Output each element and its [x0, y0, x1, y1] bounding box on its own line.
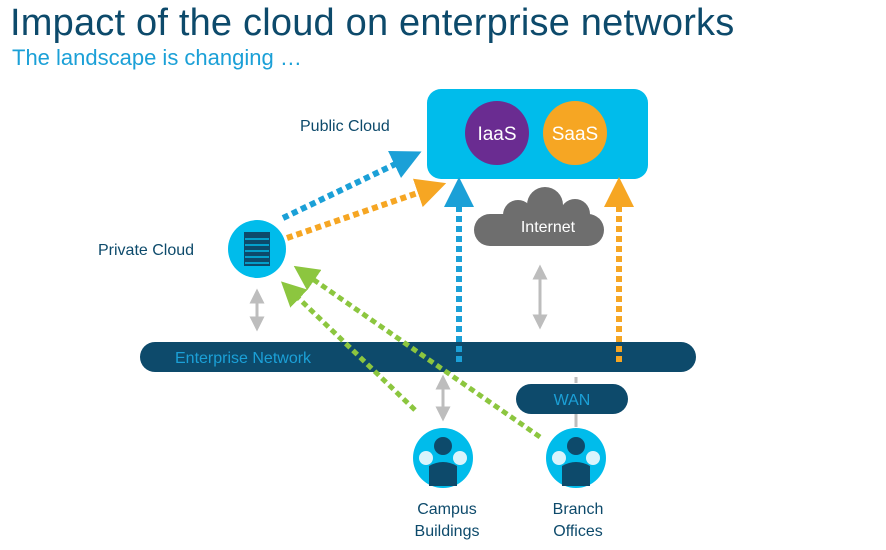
server-icon	[228, 220, 286, 278]
internet-label: Internet	[521, 219, 576, 236]
campus-label-line1: Campus	[417, 501, 477, 518]
enterprise-network-bar	[140, 342, 696, 372]
campus-person-icon	[413, 428, 473, 488]
wan-label: WAN	[554, 392, 591, 409]
branch-label-line2: Offices	[553, 523, 603, 540]
public-cloud-box	[427, 89, 648, 179]
saas-circle	[543, 101, 607, 165]
arrow-private-to-public-blue	[281, 150, 422, 221]
page-subtitle: The landscape is changing …	[12, 45, 302, 70]
internet-cloud-icon	[474, 187, 604, 246]
enterprise-network-label: Enterprise Network	[175, 350, 312, 367]
public-cloud-label: Public Cloud	[300, 118, 390, 135]
arrow-campus-to-private-green	[280, 281, 417, 412]
branch-person-icon	[546, 428, 606, 488]
iaas-label: IaaS	[477, 124, 516, 145]
private-cloud-label: Private Cloud	[98, 242, 194, 259]
saas-label: SaaS	[552, 124, 598, 145]
page-title: Impact of the cloud on enterprise networ…	[10, 2, 735, 44]
public-cloud: IaaS SaaS	[427, 89, 648, 179]
branch-label-line1: Branch	[553, 501, 604, 518]
arrow-branch-to-private-green	[293, 265, 542, 440]
arrow-private-to-public-orange	[286, 178, 447, 241]
campus-label-line2: Buildings	[415, 523, 480, 540]
iaas-circle	[465, 101, 529, 165]
wan-bar	[516, 384, 628, 414]
